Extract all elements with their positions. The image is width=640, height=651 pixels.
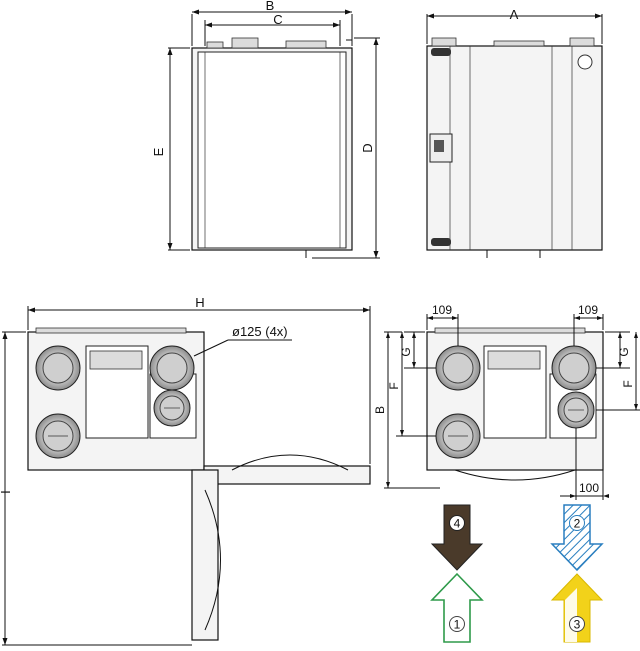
airflow-arrows: 4 2 1 3: [430, 504, 604, 643]
plan-view-width-label: H: [195, 295, 204, 310]
front-view-width-label: A: [510, 7, 519, 22]
depth-label: B: [373, 406, 387, 414]
plan-view-right: 109 109 G F B G: [373, 303, 640, 500]
front-view-top-connector-right: [569, 37, 595, 47]
bottom-offset-label: 100: [579, 481, 599, 495]
right-offset-label: 109: [578, 303, 598, 317]
g-right-label: G: [617, 347, 631, 356]
front-view-handle-top: [431, 48, 451, 56]
airflow-arrow-3: 3: [550, 573, 604, 643]
g-left-label: G: [399, 347, 413, 356]
side-view-height-right-label: D: [360, 143, 375, 152]
side-view: B C E D: [151, 0, 380, 259]
front-view-handle-bottom: [431, 238, 451, 246]
plan-view-left: H I ø125 (4x): [0, 295, 371, 646]
side-view-height-left-label: E: [151, 147, 166, 156]
front-view-body: [426, 45, 603, 251]
airflow-arrow-4: 4: [430, 504, 484, 571]
airflow-number-4: 4: [454, 517, 461, 531]
airflow-arrow-1: 1: [430, 572, 484, 643]
side-view-inner-width-label: C: [273, 12, 282, 27]
side-view-top-connector-2: [285, 40, 327, 49]
airflow-number-3: 3: [574, 618, 581, 632]
front-view-logo-emblem: [577, 54, 593, 70]
front-view-top-connector-left: [431, 37, 457, 47]
side-view-panel: [197, 51, 347, 249]
f-left-label: F: [387, 382, 401, 389]
airflow-number-2: 2: [574, 517, 581, 531]
plan-view-depth-label: I: [0, 490, 13, 494]
f-right-label: F: [621, 380, 635, 387]
duct-diameter-label: ø125 (4x): [232, 324, 288, 339]
side-view-width-label: B: [266, 0, 275, 13]
left-offset-label: 109: [432, 303, 452, 317]
plan-view-door-swing: [191, 469, 219, 641]
airflow-number-1: 1: [454, 618, 461, 632]
side-view-top-connector: [231, 37, 259, 49]
front-view: A: [426, 7, 603, 258]
airflow-arrow-2: 2: [550, 504, 604, 572]
